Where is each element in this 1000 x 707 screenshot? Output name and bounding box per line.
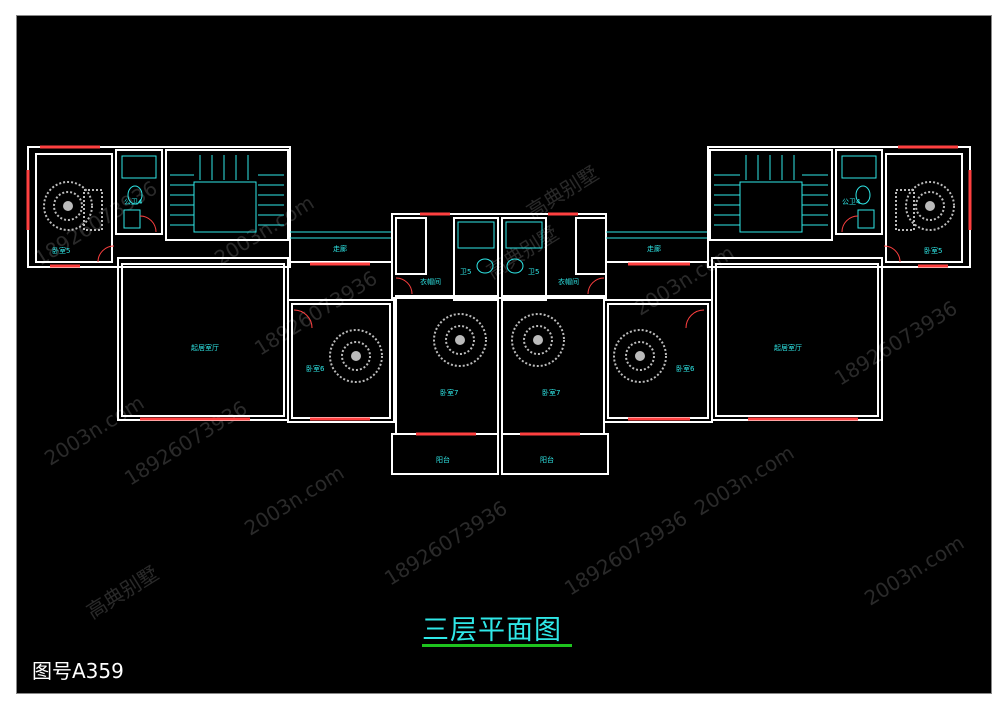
room-label: 卧室6 (306, 364, 325, 373)
room-label: 阳台 (436, 455, 450, 464)
room-label: 起居室厅 (191, 343, 219, 352)
room-label: 公卫4 (124, 198, 143, 206)
stairs (121, 155, 877, 274)
title-underline (422, 644, 572, 647)
room-label: 卧室7 (542, 388, 560, 397)
room-label: 阳台 (540, 455, 554, 464)
room-label: 走廊 (647, 244, 661, 253)
windows (26, 145, 972, 436)
room-label: 卧室5 (52, 246, 70, 255)
room-label: 起居室厅 (774, 343, 802, 352)
drawing-title: 三层平面图 (422, 615, 562, 646)
room-label: 衣帽间 (420, 277, 441, 286)
furniture (43, 181, 955, 383)
figure-number: 图号A359 (32, 659, 124, 683)
room-label: 衣帽间 (558, 277, 579, 286)
walls (27, 146, 971, 475)
room-labels: 卧室5 公卫4 走廊 衣帽间 起居室厅 卧室6 卧室7 卫5 卫5 卧室7 阳台… (52, 198, 942, 464)
room-label: 公卫4 (842, 198, 861, 206)
room-label: 卫5 (460, 268, 471, 276)
room-label: 卧室5 (924, 246, 942, 255)
room-label: 卧室6 (676, 364, 695, 373)
drawing-canvas (16, 15, 992, 694)
doors (97, 215, 901, 329)
room-label: 走廊 (333, 244, 347, 253)
room-label: 卫5 (528, 268, 539, 276)
furniture-accent (63, 201, 935, 361)
room-label: 卧室7 (440, 388, 458, 397)
